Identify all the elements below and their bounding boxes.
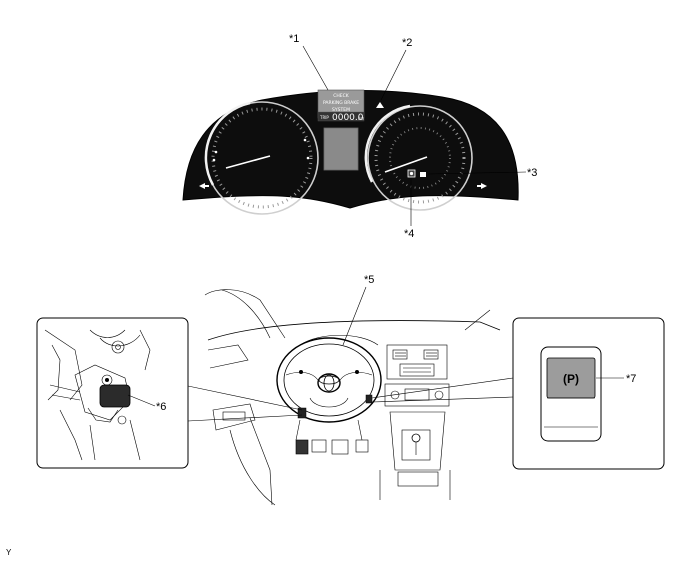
odometer-value: 0000.0 xyxy=(332,113,364,123)
callout-1: *1 xyxy=(289,33,299,45)
display-message-line-3: SYSTEM xyxy=(332,107,350,113)
parking-brake-switch[interactable]: (P) xyxy=(540,346,602,442)
display-message-line-2: PARKING BRAKE xyxy=(323,100,359,106)
left-gauge xyxy=(204,101,319,215)
combination-meter: CHECK PARKING BRAKE SYSTEM TRIP 0000.0 k… xyxy=(182,89,519,215)
callout-7: *7 xyxy=(626,373,636,385)
cluster-callouts: *1 *2 *3 *4 xyxy=(289,33,537,240)
right-turn-signal-icon xyxy=(481,183,487,189)
parking-brake-switch-symbol: (P) xyxy=(563,372,579,386)
pedals xyxy=(295,439,369,455)
callout-6: *6 xyxy=(156,401,166,413)
left-gauge-needle xyxy=(225,155,271,169)
center-console xyxy=(379,344,451,500)
master-warning-icon xyxy=(376,102,384,108)
vehicle-cockpit xyxy=(204,289,501,506)
parking-brake-actuator xyxy=(44,329,151,461)
display-message-line-1: CHECK xyxy=(333,93,350,99)
callout-4: *4 xyxy=(404,228,414,240)
center-display-panel xyxy=(323,127,359,171)
right-gauge xyxy=(364,104,473,211)
callout-2: *2 xyxy=(402,37,412,49)
parking-brake-indicator-light xyxy=(420,172,426,177)
callout-5: *5 xyxy=(364,274,374,286)
actuator-inset xyxy=(36,317,303,469)
switch-inset: (P) xyxy=(371,317,665,470)
callout-3: *3 xyxy=(527,167,537,179)
steering-wheel xyxy=(276,337,382,423)
warning-message-display: CHECK PARKING BRAKE SYSTEM TRIP 0000.0 k… xyxy=(317,89,364,123)
steering-logo-icon xyxy=(317,373,341,393)
right-gauge-needle xyxy=(384,156,428,173)
parking-brake-pedal xyxy=(295,439,309,455)
odometer-unit: km xyxy=(358,116,364,121)
left-turn-signal-icon xyxy=(199,183,205,189)
odometer-prefix: TRIP xyxy=(319,115,329,120)
corner-mark: Y xyxy=(6,548,12,557)
